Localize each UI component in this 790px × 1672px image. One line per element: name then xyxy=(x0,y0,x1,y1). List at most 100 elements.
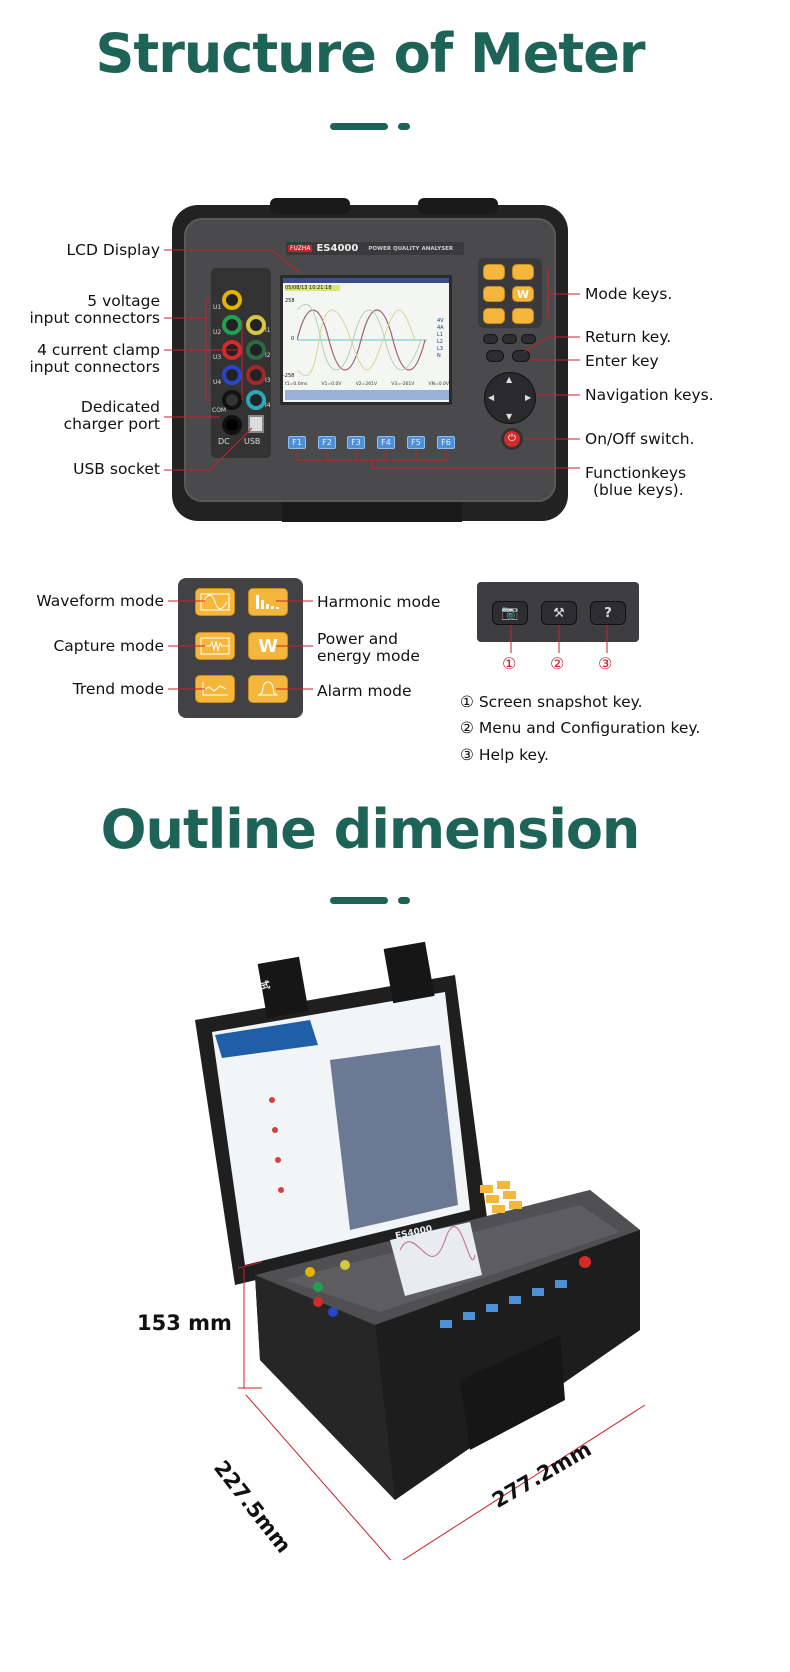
ch: 4A xyxy=(437,325,444,331)
meter-perspective-view xyxy=(195,941,646,1560)
divider xyxy=(330,123,388,130)
power-key[interactable]: W xyxy=(512,286,534,302)
model-name: ES4000 xyxy=(316,243,359,254)
y-mid: 0 xyxy=(291,336,295,342)
label-power-mode-2: energy mode xyxy=(317,647,420,665)
readout: t1=0.0ms xyxy=(285,382,308,387)
label-trend-mode: Trend mode xyxy=(72,680,164,698)
jack-label-u1: U1 xyxy=(213,304,222,311)
wrench-icon: ⚒ xyxy=(541,601,577,625)
trend-key[interactable] xyxy=(483,308,505,324)
navigation-pad[interactable]: ▲▼◀▶ xyxy=(484,372,536,424)
menu-key[interactable] xyxy=(502,334,517,344)
camera-icon: 📷 xyxy=(492,601,528,625)
divider xyxy=(330,897,388,904)
power-button[interactable]: ⏻ xyxy=(501,428,523,450)
label-power-mode-1: Power and xyxy=(317,630,398,648)
jack-i1 xyxy=(246,315,266,335)
readout: V3=-261V xyxy=(391,382,415,387)
ch: L3 xyxy=(437,346,443,352)
help-icon: ? xyxy=(590,601,626,625)
help-key[interactable] xyxy=(521,334,536,344)
jack-com xyxy=(222,390,242,410)
f2-key[interactable]: F2 xyxy=(318,436,336,449)
label-onoff-switch: On/Off switch. xyxy=(585,430,695,448)
trend-key-detail xyxy=(195,675,235,703)
ch: L1 xyxy=(437,332,443,338)
jack-label-com: COM xyxy=(212,407,227,414)
ch: N xyxy=(437,353,441,359)
jack-label-u2: U2 xyxy=(213,329,222,336)
harmonic-key-detail xyxy=(248,588,288,616)
readout: V1=0.0V xyxy=(321,382,342,387)
marker-1: ① xyxy=(502,654,517,673)
section-title-outline: Outline dimension xyxy=(100,798,641,861)
label-return-key: Return key. xyxy=(585,328,672,346)
label-harmonic-mode: Harmonic mode xyxy=(317,593,441,611)
harmonic-key[interactable] xyxy=(512,264,534,280)
waveform-key[interactable] xyxy=(483,264,505,280)
dc-label: DC xyxy=(218,437,230,446)
capture-key[interactable] xyxy=(483,286,505,302)
label-function-keys-1: Functionkeys xyxy=(585,464,687,482)
label-mode-keys: Mode keys. xyxy=(585,285,673,303)
label-waveform-mode: Waveform mode xyxy=(36,592,164,610)
label-current-1: 4 current clamp xyxy=(37,341,160,359)
y-bot: -258 xyxy=(283,373,295,379)
jack-label-i4: I4 xyxy=(265,402,271,409)
divider-dot xyxy=(398,897,410,904)
f3-key[interactable]: F3 xyxy=(347,436,365,449)
label-capture-mode: Capture mode xyxy=(53,637,164,655)
y-top: 258 xyxy=(285,298,295,304)
label-alarm-mode: Alarm mode xyxy=(317,682,412,700)
dc-port xyxy=(222,415,242,435)
key-desc-menu: ② Menu and Configuration key. xyxy=(460,719,701,737)
jack-label-i3: I3 xyxy=(265,377,271,384)
usb-label: USB xyxy=(244,437,261,446)
key-desc-snapshot: ① Screen snapshot key. xyxy=(460,693,643,711)
capture-key-detail xyxy=(195,632,235,660)
readout: V2=261V xyxy=(355,382,378,387)
jack-label-u3: U3 xyxy=(213,354,222,361)
brand-plate: FUZHA ES4000 POWER QUALITY ANALYSER xyxy=(286,242,464,255)
jack-u1 xyxy=(222,290,242,310)
jack-u2 xyxy=(222,315,242,335)
key-leader-lines xyxy=(510,625,608,653)
f4-key[interactable]: F4 xyxy=(377,436,395,449)
label-navigation-keys: Navigation keys. xyxy=(585,386,714,404)
label-function-keys-2: (blue keys). xyxy=(593,481,684,499)
jack-label-u4: U4 xyxy=(213,379,222,386)
f1-key[interactable]: F1 xyxy=(288,436,306,449)
readout: VN=0.0V xyxy=(428,382,449,387)
label-voltage-1: 5 voltage xyxy=(87,292,160,310)
marker-3: ③ xyxy=(598,654,613,673)
return-key[interactable] xyxy=(486,350,504,362)
mode-leader-lines xyxy=(168,600,313,690)
f6-key[interactable]: F6 xyxy=(437,436,455,449)
label-lcd-display: LCD Display xyxy=(66,241,160,259)
waveform-key-detail xyxy=(195,588,235,616)
key-desc-help: ③ Help key. xyxy=(460,746,549,764)
jack-label-i2: I2 xyxy=(265,352,271,359)
label-current-2: input connectors xyxy=(29,358,160,376)
label-voltage-2: input connectors xyxy=(29,309,160,327)
leader-lines xyxy=(164,249,580,471)
snapshot-key[interactable] xyxy=(483,334,498,344)
jack-i3 xyxy=(246,365,266,385)
jack-i4 xyxy=(246,390,266,410)
f5-key[interactable]: F5 xyxy=(407,436,425,449)
label-charger-2: charger port xyxy=(63,415,160,433)
section-title-structure: Structure of Meter xyxy=(95,22,646,85)
label-usb-socket: USB socket xyxy=(73,460,160,478)
label-enter-key: Enter key xyxy=(585,352,659,370)
marker-2: ② xyxy=(550,654,565,673)
label-charger-1: Dedicated xyxy=(80,398,160,416)
ch: 4V xyxy=(437,318,444,324)
jack-u4 xyxy=(222,365,242,385)
alarm-key[interactable] xyxy=(512,308,534,324)
dimension-height: 153 mm xyxy=(137,1311,232,1335)
jack-i2 xyxy=(246,340,266,360)
enter-key[interactable] xyxy=(512,350,530,362)
divider-dot xyxy=(398,123,410,130)
